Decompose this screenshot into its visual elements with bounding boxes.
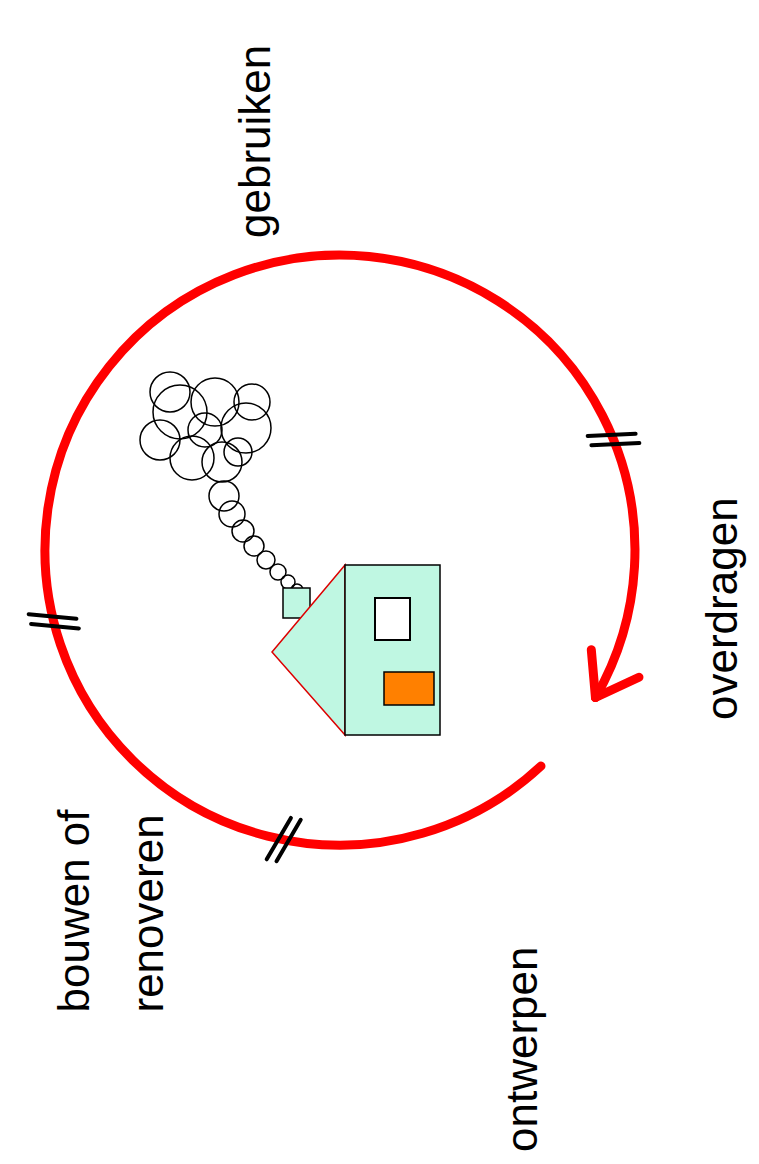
house bbox=[272, 565, 440, 735]
arrow-head bbox=[591, 650, 595, 698]
phase-tick bbox=[267, 818, 291, 859]
arrow-head bbox=[595, 677, 639, 697]
phase-tick bbox=[277, 820, 301, 861]
phase-label: bouwen of renoveren bbox=[36, 798, 184, 1013]
phase-ticks bbox=[29, 434, 640, 862]
phase-tick bbox=[588, 434, 636, 436]
phase-label: gebruiken bbox=[218, 0, 292, 238]
phase-tick bbox=[29, 614, 77, 618]
cycle-arrow bbox=[45, 255, 635, 845]
smoke bbox=[140, 372, 303, 596]
phase-label: ontwerpen bbox=[485, 872, 559, 1152]
phase-tick bbox=[31, 624, 79, 628]
phase-tick bbox=[591, 443, 639, 445]
phase-label: overdragen bbox=[685, 460, 759, 720]
